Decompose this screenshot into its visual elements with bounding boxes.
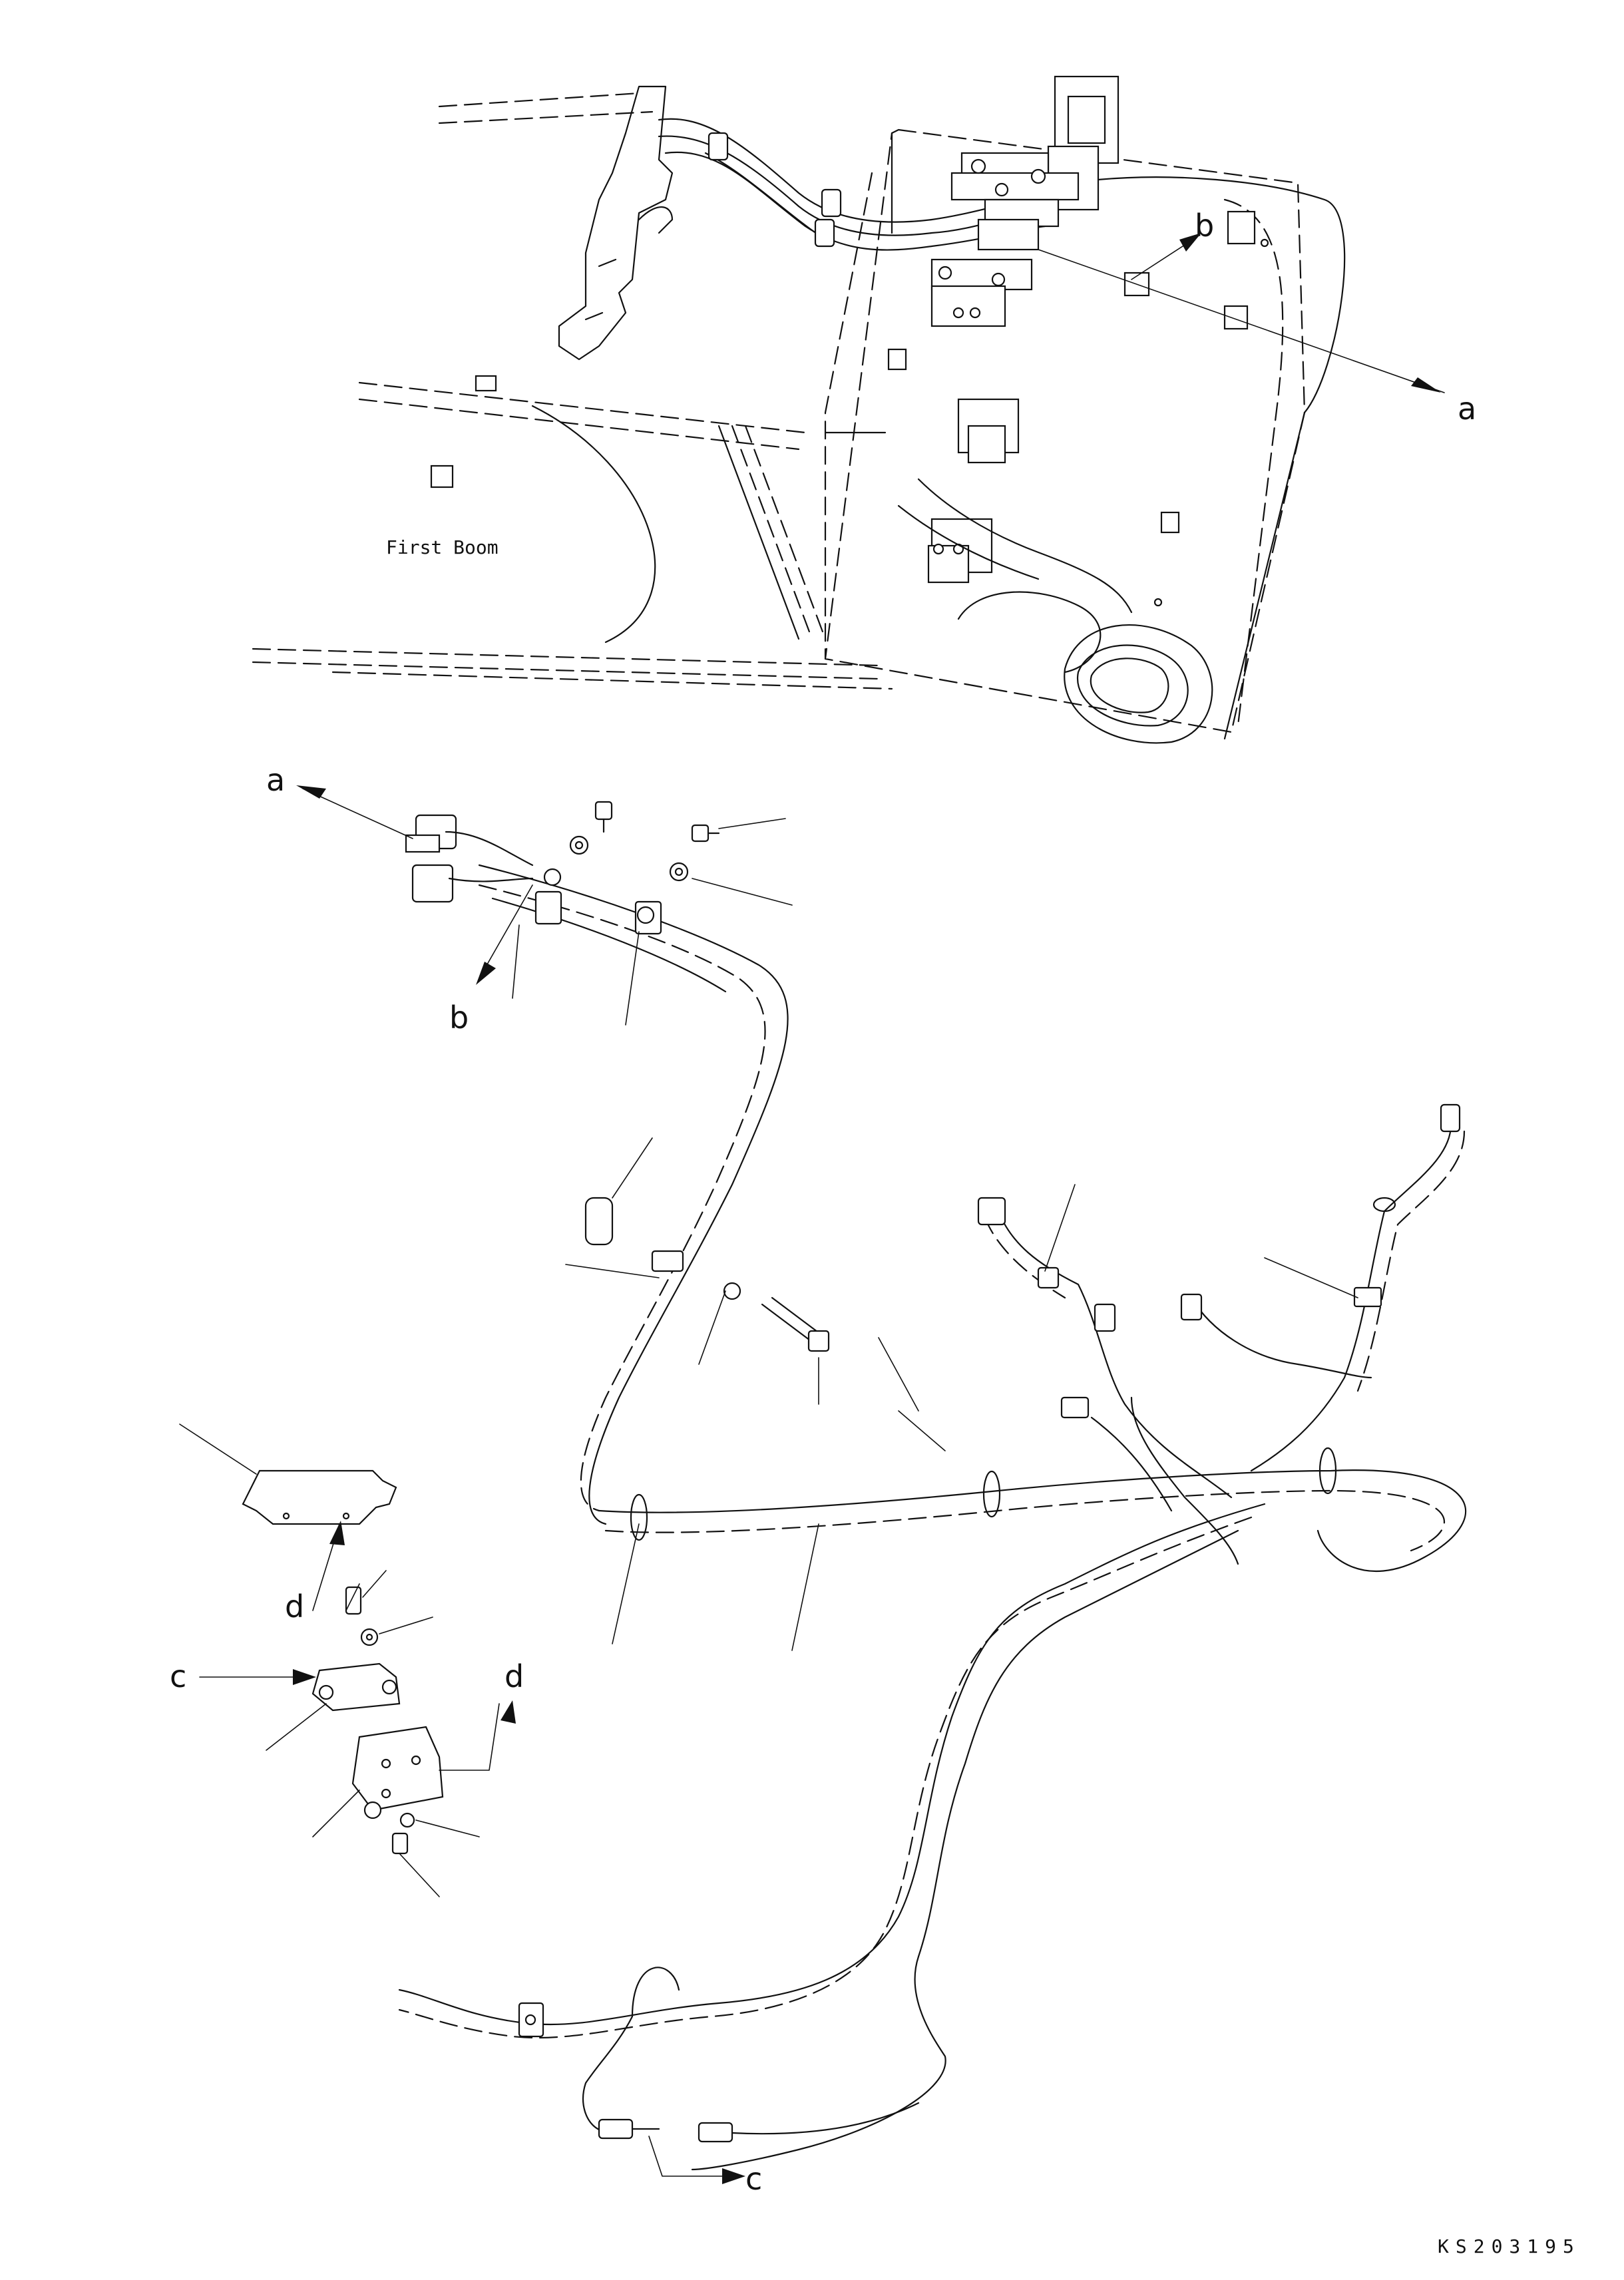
arrow-d-right: [501, 1700, 516, 1724]
arrow-c-bottom: [722, 2168, 745, 2184]
arrow-b-mid: [476, 962, 496, 985]
ref-label-a-mid: a: [266, 762, 285, 798]
ref-label-a-top: a: [1458, 391, 1476, 427]
ref-label-c-left: c: [170, 1658, 186, 1694]
drawing-code: KS203195: [1438, 2235, 1581, 2257]
ref-label-b-top: b: [1195, 208, 1214, 244]
caption-first-boom: First Boom: [386, 536, 499, 558]
ref-label-d-left: d: [285, 1589, 304, 1624]
first-boom-assembly: a b First Boom: [252, 75, 1476, 744]
arrow-a-mid: [296, 785, 326, 799]
arrow-b-top: [1179, 233, 1201, 252]
ref-label-c-bottom: c: [745, 2161, 762, 2197]
ref-label-b-mid: b: [449, 1000, 469, 1036]
arrow-c-left: [293, 1669, 316, 1685]
arrow-a-top: [1411, 377, 1441, 393]
ref-label-d-right: d: [505, 1658, 524, 1694]
hose-harness: a b c c d d: [170, 762, 1467, 2197]
arrow-d-left: [329, 1521, 345, 1545]
